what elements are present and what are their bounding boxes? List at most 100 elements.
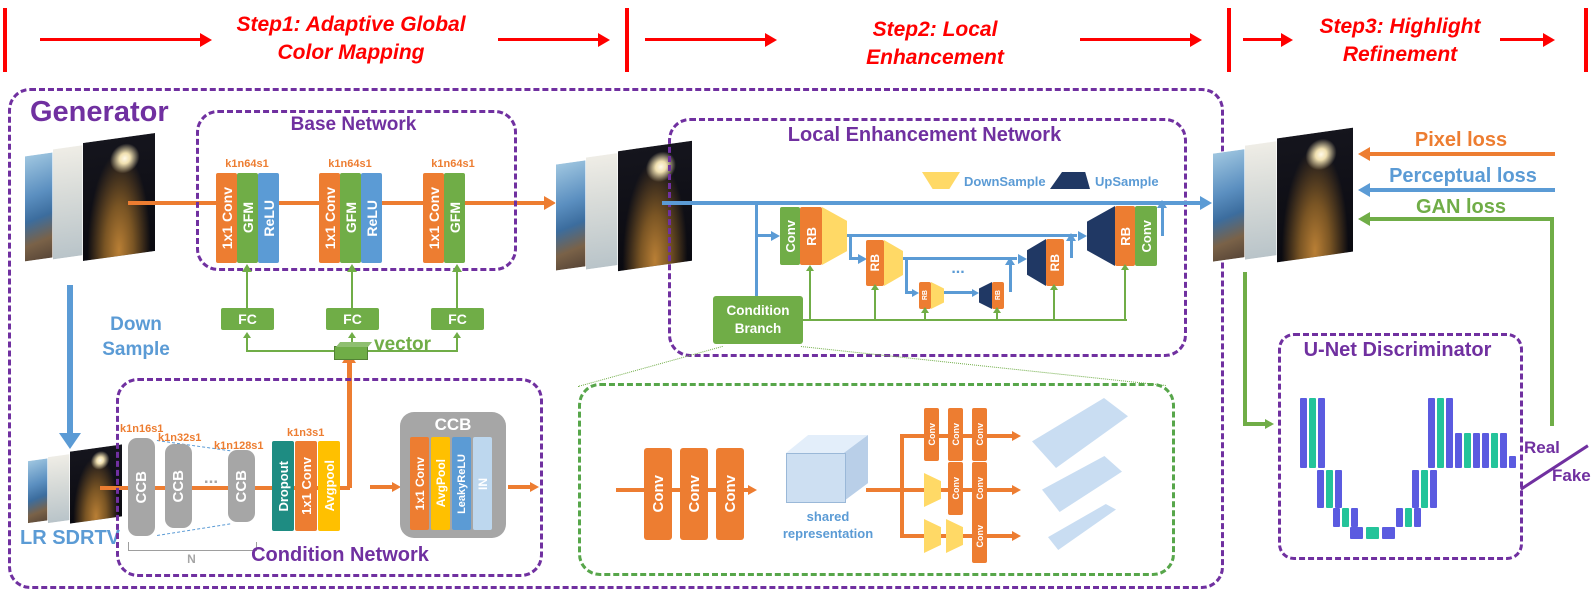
conv-block-label: 1x1 Conv [412,456,427,511]
downsample-label-line1: Down [110,314,162,335]
conv-block-label: 1x1 Conv [298,457,314,515]
flow-arrow-icon [544,196,556,210]
conv-block-label: Conv [950,477,961,500]
header-divider [1227,8,1231,72]
step1-arrow-icon [598,33,610,47]
ccb-ellipsis: ... [203,468,219,487]
condition-network-box [116,378,543,577]
conv-block: 1x1 Conv [410,437,429,530]
step2-arrow-line [1080,38,1190,41]
fc-to-gfm-line [351,272,353,308]
downsample-label: Down Sample [90,312,182,362]
condition-network-title: Condition Network [251,544,429,566]
rb-block: RB [1046,239,1064,286]
real-label: Real [1524,438,1560,457]
ccb-block: CCB [165,444,192,528]
rb-block-label: RB [1048,253,1062,272]
ccb-detail-out-arrow-icon [530,482,539,492]
shared-representation-label: shared representation [762,508,894,542]
disc-bar [1491,433,1498,468]
conv-block-label: Conv [974,525,985,548]
ascend-arrow-icon [1005,257,1015,265]
gfm-block-label: GFM [239,202,256,234]
vector-to-fc-arrow-icon [348,332,356,338]
condition-arrow-icon [1121,264,1129,270]
disc-bar [1317,470,1324,508]
ascend-arrow-icon [1066,233,1076,241]
gan-loss-arrow-icon [1358,212,1370,226]
avgpool-block-label: AvgPool [433,459,448,508]
shared-representation-line2: representation [782,526,874,541]
instance-norm-block: IN [473,437,492,530]
rb-block-label: RB [921,290,929,301]
ccb-kernel-label: k1n16s1 [120,423,164,435]
base-network-title: Base Network [290,114,417,135]
upsample-trapezoid [1027,239,1046,286]
gfm-block: GFM [237,173,258,263]
ccb-detail-title: CCB [434,415,472,434]
conv-block: Conv [972,510,987,563]
ascend-line [1161,208,1164,236]
conv-block-label: Conv [974,423,985,446]
skip-arrow-icon [1078,231,1087,241]
descend-arrow-icon [858,254,867,264]
gan-loss-label: GAN loss [1415,196,1507,218]
disc-bar [1482,433,1489,468]
pixel-loss-label: Pixel loss [1414,129,1508,151]
ccb-detail-in-arrow-icon [392,482,401,492]
disc-bar [1446,398,1453,468]
disc-bar [1335,470,1342,508]
skip-line-l2 [903,257,1017,260]
ccb-block-label: CCB [170,469,187,503]
disc-bar [1509,456,1516,468]
rb-block: RB [866,240,884,286]
disc-bar [1351,508,1358,527]
downsample-trapezoid [931,282,944,309]
lr-sdrtv-label: LR SDRTV [20,527,120,549]
step3-arrow-icon [1281,33,1293,47]
shared-representation-line1: shared [806,509,850,524]
local-enhancement-title: Local Enhancement Network [787,124,1062,146]
disc-bar [1405,508,1412,527]
cb-detail-arrow-icon [748,485,757,495]
condition-branch-label-line1: Condition [726,303,790,318]
downsample-arrow-line [67,285,73,435]
relu-block-label: ReLU [260,199,277,237]
condition-arrow-line [874,290,876,319]
step1-arrow-line [498,38,598,41]
skip-line-l3 [944,291,972,294]
step1-title-line1: Step1: Adaptive Global [236,13,466,36]
step2-title-line2: Enhancement [866,46,1004,69]
step3-arrow-line [1500,38,1543,41]
conv-block-label: Conv [685,475,703,513]
fc-block: FC [431,308,484,330]
conv-kernel-label: k1n64s1 [328,158,372,170]
step1-arrow-line [40,38,200,41]
downsample-label-line2: Sample [102,339,170,360]
downsample-legend-icon [922,172,960,189]
cb-detail-flow-line [866,488,904,492]
tail-kernel-label: k1n3s1 [287,427,325,439]
condition-branch-line [803,319,1127,321]
ccb-kernel-label: k1n128s1 [214,440,264,452]
conv-block: Conv [1135,206,1157,266]
disc-bar [1455,433,1462,468]
header-divider [3,8,7,72]
rb-block: RB [800,207,822,265]
vector-to-fc-arrow-icon [243,332,251,338]
shared-representation-cube-front [786,453,846,503]
condition-arrow-icon [993,307,1001,313]
downsample-legend-label: DownSample [964,174,1046,189]
vector-to-fc-line [246,338,248,351]
step2-arrow-icon [1190,33,1202,47]
conv-block-label: 1x1 Conv [218,186,235,250]
vector-chip-top [335,342,373,347]
disc-bar [1473,433,1480,468]
conv-block: Conv [948,408,963,461]
fc-to-gfm-arrow-icon [347,264,357,272]
disc-bar [1342,508,1349,527]
descend-line [849,257,859,260]
condition-arrow-icon [921,307,929,313]
vector-label: vector [374,334,432,355]
